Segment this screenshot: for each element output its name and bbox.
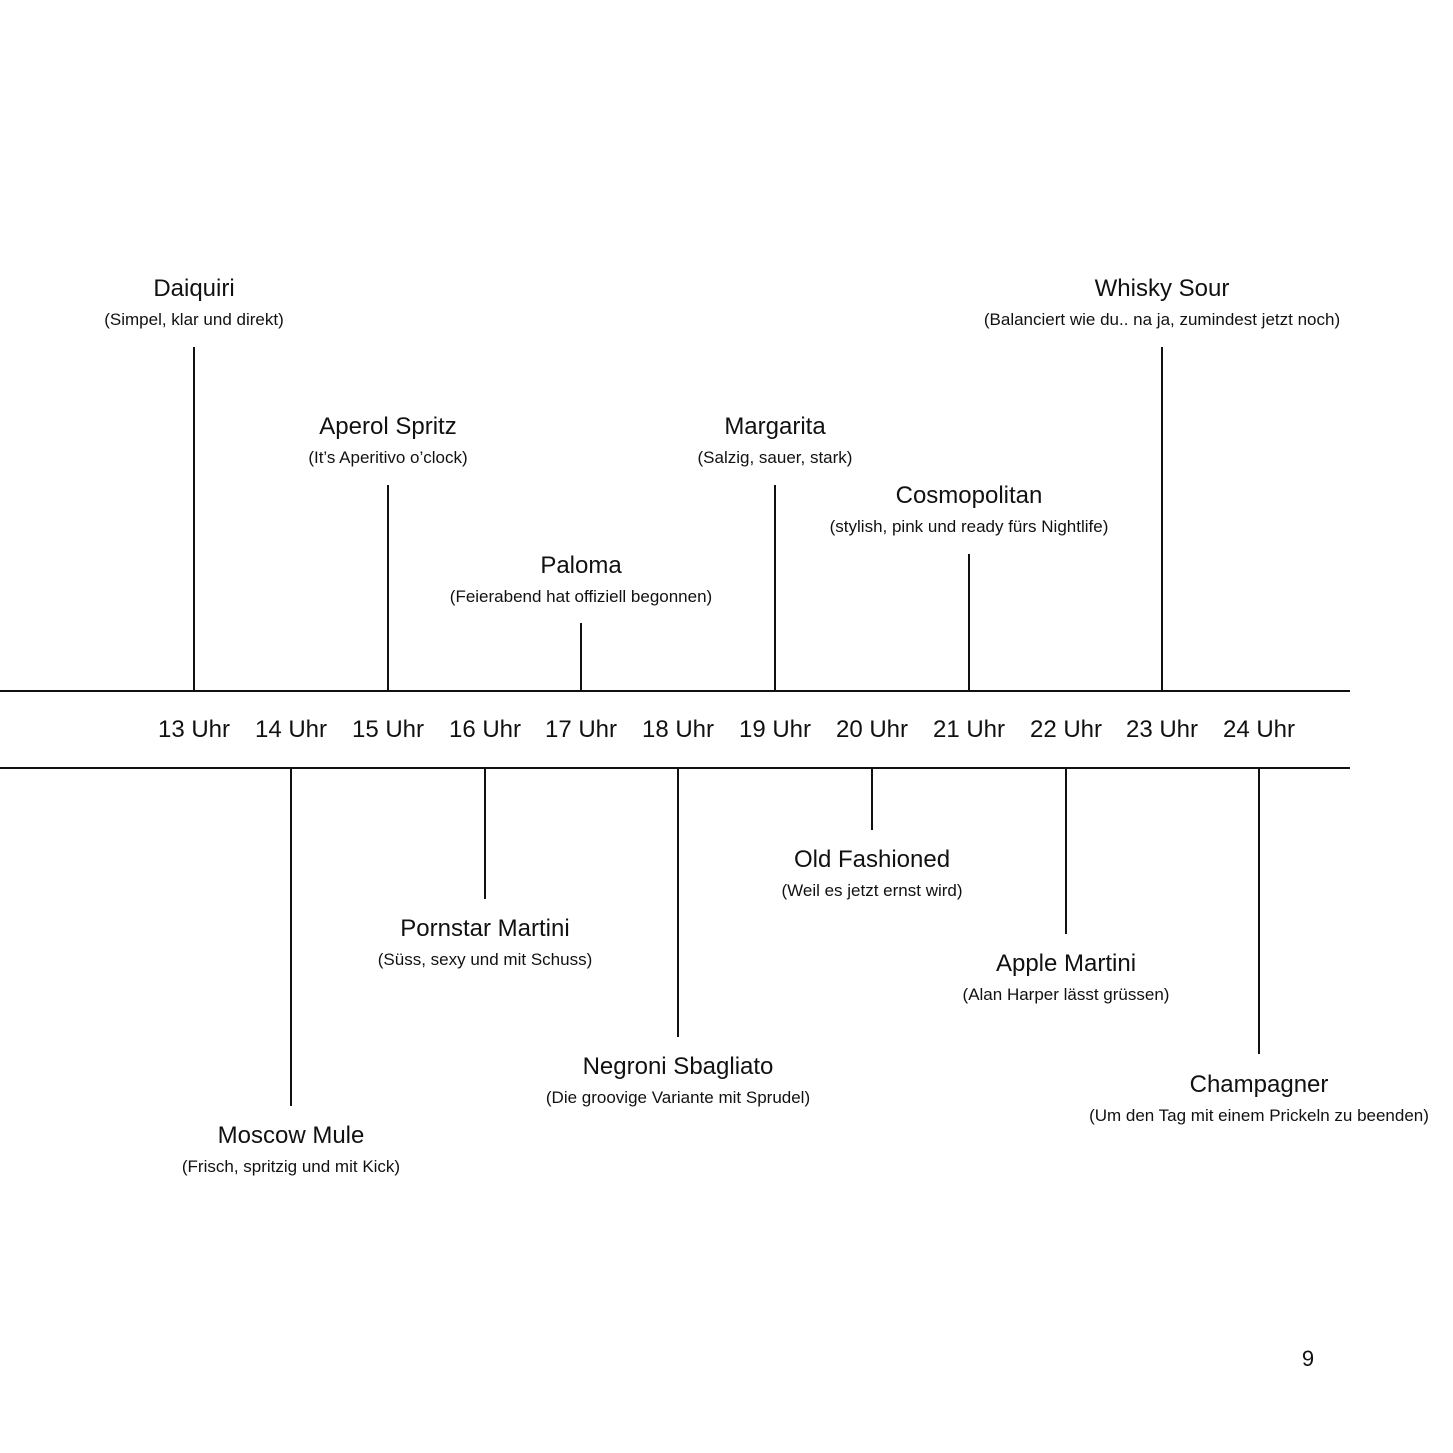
hour-label-16: 16 Uhr bbox=[448, 716, 522, 743]
hour-label-18: 18 Uhr bbox=[641, 716, 715, 743]
connector-paloma bbox=[580, 623, 582, 691]
drink-name: Paloma bbox=[540, 552, 622, 579]
axis-line-top bbox=[0, 690, 1350, 692]
drink-name: Champagner bbox=[1189, 1071, 1329, 1098]
hour-label-19: 19 Uhr bbox=[738, 716, 812, 743]
drink-description: (Um den Tag mit einem Prickeln zu beende… bbox=[1089, 1106, 1429, 1125]
drink-pornstar-martini: Pornstar Martini (Süss, sexy und mit Sch… bbox=[275, 914, 695, 972]
drink-name: Pornstar Martini bbox=[400, 915, 570, 942]
drink-description: (stylish, pink und ready fürs Nightlife) bbox=[829, 517, 1109, 536]
connector-whisky-sour bbox=[1161, 347, 1163, 691]
connector-apple-martini bbox=[1065, 768, 1067, 934]
drink-daiquiri: Daiquiri (Simpel, klar und direkt) bbox=[0, 274, 404, 332]
drink-name: Daiquiri bbox=[153, 275, 235, 302]
hour-label-21: 21 Uhr bbox=[932, 716, 1006, 743]
drink-name: Moscow Mule bbox=[217, 1122, 365, 1149]
connector-daiquiri bbox=[193, 347, 195, 691]
drink-description: (Balanciert wie du.. na ja, zumindest je… bbox=[983, 310, 1341, 329]
drink-cosmopolitan: Cosmopolitan (stylish, pink und ready fü… bbox=[759, 481, 1179, 539]
hour-label-17: 17 Uhr bbox=[544, 716, 618, 743]
drink-apple-martini: Apple Martini (Alan Harper lässt grüssen… bbox=[856, 949, 1276, 1007]
drink-name: Old Fashioned bbox=[793, 846, 951, 873]
drink-aperol-spritz: Aperol Spritz (It’s Aperitivo o’clock) bbox=[178, 412, 598, 470]
drink-negroni-sbagliato: Negroni Sbagliato (Die groovige Variante… bbox=[468, 1052, 888, 1110]
drink-name: Apple Martini bbox=[995, 950, 1137, 977]
drink-description: (Frisch, spritzig und mit Kick) bbox=[181, 1157, 401, 1176]
page-number: 9 bbox=[1301, 1346, 1315, 1371]
hour-label-24: 24 Uhr bbox=[1222, 716, 1296, 743]
drink-whisky-sour: Whisky Sour (Balanciert wie du.. na ja, … bbox=[952, 274, 1372, 332]
drink-moscow-mule: Moscow Mule (Frisch, spritzig und mit Ki… bbox=[81, 1121, 501, 1179]
drink-description: (Süss, sexy und mit Schuss) bbox=[377, 950, 593, 969]
drink-name: Cosmopolitan bbox=[895, 482, 1043, 509]
drink-description: (Alan Harper lässt grüssen) bbox=[962, 985, 1170, 1004]
drink-description: (Feierabend hat offiziell begonnen) bbox=[449, 587, 713, 606]
drink-name: Negroni Sbagliato bbox=[582, 1053, 774, 1080]
drink-champagner: Champagner (Um den Tag mit einem Prickel… bbox=[1069, 1070, 1449, 1128]
drink-margarita: Margarita (Salzig, sauer, stark) bbox=[565, 412, 985, 470]
drink-description: (Die groovige Variante mit Sprudel) bbox=[545, 1088, 811, 1107]
drink-description: (It’s Aperitivo o’clock) bbox=[308, 448, 468, 467]
drink-paloma: Paloma (Feierabend hat offiziell begonne… bbox=[371, 551, 791, 609]
connector-pornstar-martini bbox=[484, 768, 486, 899]
connector-moscow-mule bbox=[290, 768, 292, 1106]
hour-label-13: 13 Uhr bbox=[157, 716, 231, 743]
connector-old-fashioned bbox=[871, 768, 873, 830]
hour-label-14: 14 Uhr bbox=[254, 716, 328, 743]
hour-label-20: 20 Uhr bbox=[835, 716, 909, 743]
connector-cosmopolitan bbox=[968, 554, 970, 691]
axis-line-bottom bbox=[0, 767, 1350, 769]
hour-label-22: 22 Uhr bbox=[1029, 716, 1103, 743]
connector-margarita bbox=[774, 485, 776, 691]
drink-name: Aperol Spritz bbox=[319, 413, 457, 440]
hour-label-15: 15 Uhr bbox=[351, 716, 425, 743]
connector-aperol-spritz bbox=[387, 485, 389, 691]
drink-description: (Weil es jetzt ernst wird) bbox=[781, 881, 963, 900]
drink-name: Whisky Sour bbox=[1094, 275, 1230, 302]
connector-negroni-sbagliato bbox=[677, 768, 679, 1037]
drink-old-fashioned: Old Fashioned (Weil es jetzt ernst wird) bbox=[662, 845, 1082, 903]
drink-name: Margarita bbox=[724, 413, 826, 440]
hour-label-23: 23 Uhr bbox=[1125, 716, 1199, 743]
drink-description: (Simpel, klar und direkt) bbox=[104, 310, 284, 329]
drink-description: (Salzig, sauer, stark) bbox=[697, 448, 853, 467]
connector-champagner bbox=[1258, 768, 1260, 1054]
